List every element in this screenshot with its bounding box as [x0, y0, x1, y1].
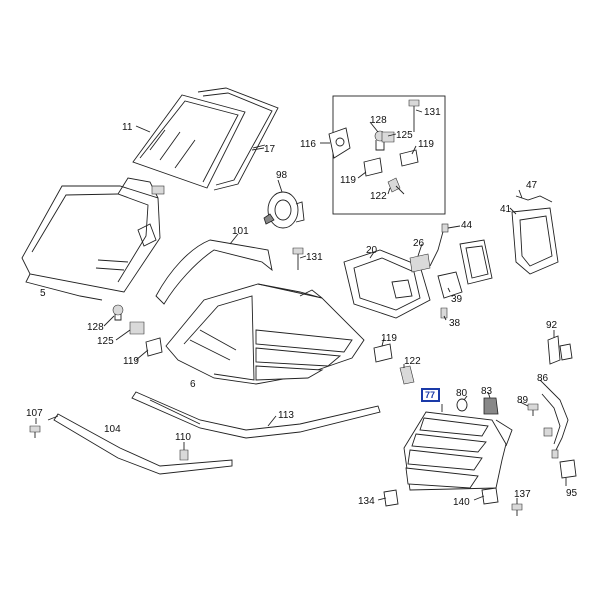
label-128-left[interactable]: 128 [87, 322, 104, 333]
part-104-lower-trim[interactable] [53, 413, 233, 475]
part-17-seal[interactable] [197, 87, 279, 191]
label-39[interactable]: 39 [451, 294, 463, 305]
part-122-screw-top[interactable] [387, 177, 405, 195]
leader-lines [35, 109, 567, 504]
label-38[interactable]: 38 [449, 318, 461, 329]
label-80[interactable]: 80 [456, 388, 468, 399]
label-77-highlighted[interactable]: 77 [421, 388, 440, 402]
part-101-trim-strip[interactable] [155, 239, 273, 305]
part-86-wiring-harness[interactable] [541, 385, 569, 459]
part-131-screw-mid[interactable] [292, 247, 304, 270]
label-119-top-right[interactable]: 119 [418, 139, 434, 150]
label-116[interactable]: 116 [300, 139, 316, 150]
part-134-nut[interactable] [383, 489, 399, 507]
callout-labels: 11 17 116 128 125 131 119 119 122 98 47 … [26, 107, 578, 508]
part-77-tail-lamp-lens[interactable] [403, 411, 513, 491]
part-83-socket[interactable] [483, 397, 499, 415]
part-95-clip[interactable] [559, 459, 577, 479]
part-98-leveling-motor[interactable] [263, 191, 305, 229]
label-17[interactable]: 17 [264, 144, 276, 155]
part-125-clip-top[interactable] [381, 131, 395, 143]
label-47[interactable]: 47 [526, 180, 538, 191]
part-39-lamp-holder[interactable] [437, 239, 493, 299]
label-140[interactable]: 140 [453, 497, 470, 508]
label-131-mid[interactable]: 131 [306, 252, 323, 263]
label-104[interactable]: 104 [104, 424, 121, 435]
part-125-clip-left[interactable] [129, 321, 145, 335]
part-119-nut-left[interactable] [145, 337, 163, 357]
part-80-bulb[interactable] [456, 398, 468, 412]
part-89-screw[interactable] [527, 403, 539, 416]
part-110-clip[interactable] [179, 449, 189, 461]
part-5-headlamp-housing[interactable] [21, 177, 165, 301]
label-6[interactable]: 6 [190, 379, 196, 390]
label-125-top[interactable]: 125 [396, 130, 413, 141]
part-140-nut[interactable] [481, 487, 499, 505]
part-20-reflector[interactable] [343, 249, 431, 319]
label-134[interactable]: 134 [358, 496, 375, 507]
part-113-rail[interactable] [131, 391, 381, 439]
part-128-screw-left[interactable] [112, 304, 124, 321]
part-6-tail-lamp-assembly[interactable] [165, 283, 365, 385]
label-119-top-left[interactable]: 119 [340, 175, 356, 186]
label-113[interactable]: 113 [278, 410, 294, 421]
part-119-nuts-top[interactable] [363, 149, 419, 177]
label-98[interactable]: 98 [276, 170, 288, 181]
label-11[interactable]: 11 [122, 122, 133, 133]
label-5[interactable]: 5 [40, 288, 46, 299]
part-122-screw-right[interactable] [399, 365, 415, 385]
label-95[interactable]: 95 [566, 488, 578, 499]
label-131-top[interactable]: 131 [424, 107, 441, 118]
part-11-lens-glass[interactable] [132, 94, 246, 189]
part-41-cover[interactable] [511, 207, 559, 275]
label-125-left[interactable]: 125 [97, 336, 114, 347]
label-122-top[interactable]: 122 [370, 191, 387, 202]
part-92-bracket[interactable] [547, 335, 573, 365]
part-38-bulb-small[interactable] [440, 307, 448, 319]
label-110[interactable]: 110 [175, 432, 191, 443]
label-89[interactable]: 89 [517, 395, 529, 406]
part-119-nut-right[interactable] [373, 343, 393, 363]
label-86[interactable]: 86 [537, 373, 549, 384]
part-44-connector[interactable] [429, 223, 449, 267]
part-107-screw[interactable] [29, 425, 41, 438]
label-128-top[interactable]: 128 [370, 115, 387, 126]
part-116-bracket[interactable] [328, 127, 351, 159]
label-83[interactable]: 83 [481, 386, 493, 397]
label-137[interactable]: 137 [514, 489, 531, 500]
label-41[interactable]: 41 [500, 204, 512, 215]
label-20[interactable]: 20 [366, 245, 378, 256]
label-26[interactable]: 26 [413, 238, 425, 249]
part-137-screw[interactable] [511, 503, 523, 516]
label-122-right[interactable]: 122 [404, 356, 421, 367]
label-101[interactable]: 101 [232, 226, 249, 237]
label-119-left[interactable]: 119 [123, 356, 139, 367]
part-26-bulb[interactable] [409, 253, 431, 273]
part-131-screw-top[interactable] [408, 99, 420, 132]
label-107[interactable]: 107 [26, 408, 43, 419]
label-44[interactable]: 44 [461, 220, 473, 231]
label-77-text: 77 [425, 390, 435, 400]
label-92[interactable]: 92 [546, 320, 558, 331]
label-119-right[interactable]: 119 [381, 333, 397, 344]
